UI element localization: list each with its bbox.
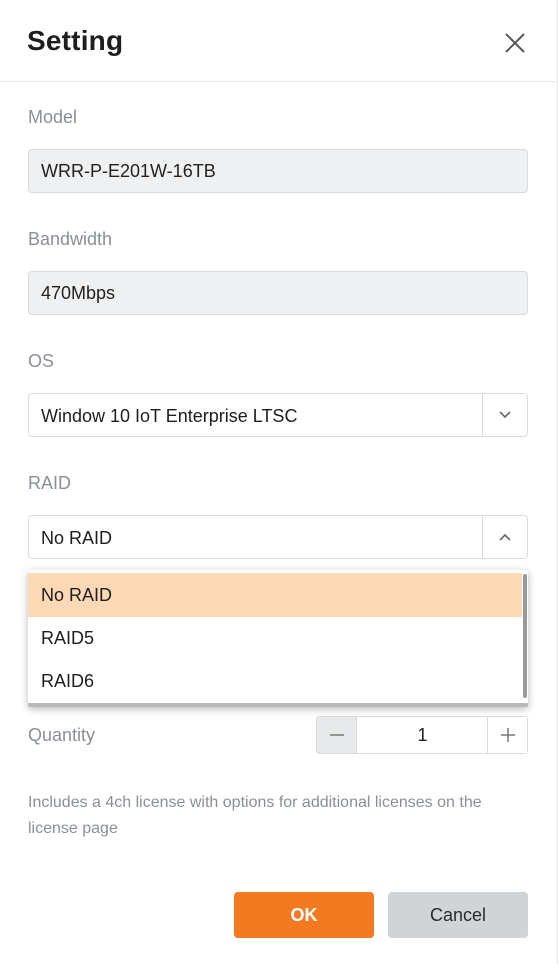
ok-button[interactable]: OK (234, 892, 374, 938)
dialog-title: Setting (27, 25, 124, 56)
raid-select[interactable]: No RAID (28, 515, 528, 559)
cancel-button[interactable]: Cancel (388, 892, 528, 938)
quantity-input[interactable]: 1 (417, 725, 428, 745)
quantity-stepper: 1 (316, 716, 528, 754)
model-field: WRR-P-E201W-16TB (28, 149, 528, 193)
close-button[interactable] (500, 28, 530, 58)
raid-label: RAID (28, 473, 72, 493)
os-select-toggle[interactable] (482, 394, 527, 436)
os-label: OS (28, 351, 55, 371)
raid-select-toggle[interactable] (482, 516, 527, 558)
raid-select-value: No RAID (41, 528, 113, 548)
raid-option-raid5[interactable]: RAID5 (41, 628, 95, 648)
os-select[interactable]: Window 10 IoT Enterprise LTSC (28, 393, 528, 437)
license-note: Includes a 4ch license with options for … (28, 794, 482, 837)
quantity-decrement-button[interactable] (317, 717, 357, 753)
minus-icon (330, 734, 344, 736)
dropdown-scrollbar[interactable] (523, 574, 527, 698)
chevron-down-icon (499, 411, 511, 419)
close-icon (505, 33, 525, 53)
chevron-up-icon (499, 533, 511, 541)
os-select-value: Window 10 IoT Enterprise LTSC (41, 406, 298, 426)
dropdown-bottom-edge (28, 703, 528, 707)
bandwidth-field: 470Mbps (28, 271, 528, 315)
quantity-increment-button[interactable] (487, 717, 527, 753)
bandwidth-label: Bandwidth (28, 229, 113, 249)
raid-option-raid6[interactable]: RAID6 (41, 671, 95, 691)
model-label: Model (28, 107, 78, 127)
raid-option-no-raid[interactable]: No RAID (28, 573, 522, 617)
plus-icon (501, 728, 515, 742)
quantity-label: Quantity (28, 725, 96, 745)
dialog-header: Setting (0, 0, 558, 82)
raid-dropdown: No RAID RAID5 RAID6 (28, 570, 528, 707)
